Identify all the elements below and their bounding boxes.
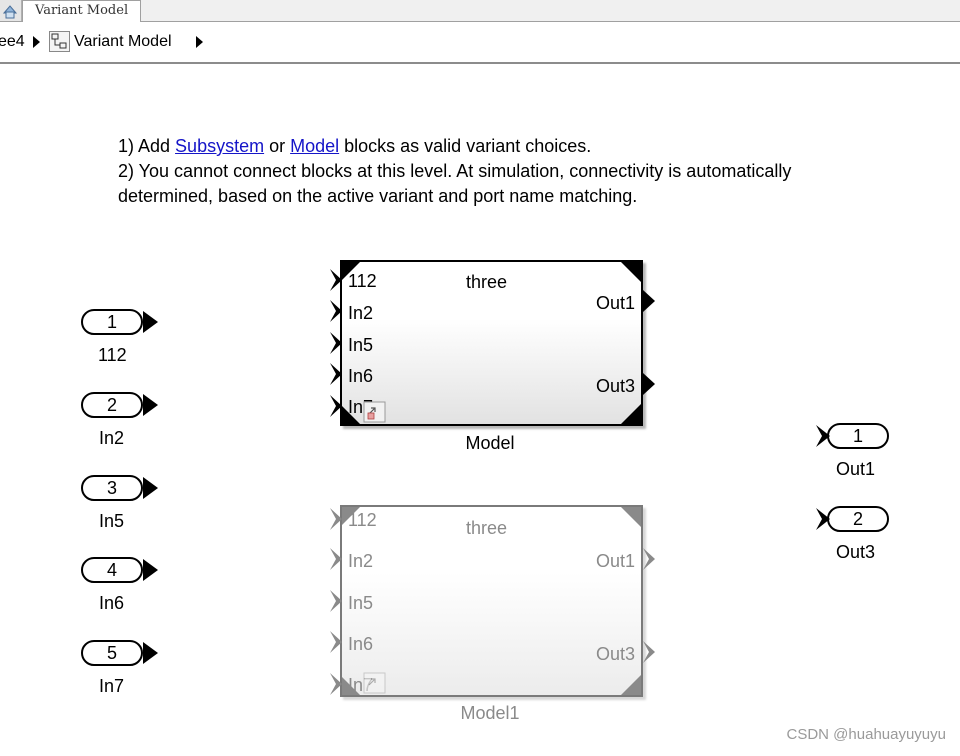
model-link-badge-icon (363, 401, 386, 423)
port-arrow-icon (330, 508, 342, 530)
inport-arrow-icon (143, 394, 158, 416)
port-arrow-icon (330, 673, 342, 695)
port-arrow-icon (643, 548, 655, 570)
corner-mark-icon (621, 262, 641, 282)
port-arrow-icon (643, 373, 655, 395)
port-arrow-icon (330, 395, 342, 417)
referenced-model-name: three (466, 518, 508, 538)
subsystem-link[interactable]: Subsystem (175, 136, 265, 156)
corner-mark-icon (342, 677, 360, 695)
port-arrow-icon (330, 631, 342, 653)
corner-mark-icon (621, 675, 641, 695)
annotation-text: or (264, 136, 291, 156)
inport-label-1: 112 (98, 345, 127, 365)
inport-block-4[interactable]: 4 (81, 557, 143, 583)
port-arrow-icon (643, 641, 655, 663)
annotation-line-3: determined, based on the active variant … (118, 186, 638, 206)
outport-block-2[interactable]: 2 (827, 506, 889, 532)
corner-mark-icon (342, 262, 360, 280)
port-arrow-icon (330, 332, 342, 354)
port-arrow-icon (330, 363, 342, 385)
corner-mark-icon (342, 507, 360, 525)
watermark: CSDN @huahuayuyuyu (786, 726, 946, 743)
home-tab[interactable] (0, 0, 22, 21)
breadcrumb-separator-icon (33, 36, 40, 48)
outport-label-2: Out3 (836, 542, 876, 562)
breadcrumb-parent[interactable]: ee4 (0, 33, 25, 50)
corner-mark-icon (342, 406, 360, 424)
input-port-label: In2 (348, 551, 374, 571)
model1-block-name: Model1 (460, 703, 520, 723)
output-port-label: Out3 (595, 376, 635, 396)
inport-block-1[interactable]: 1 (81, 309, 143, 335)
outport-label-1: Out1 (836, 459, 876, 479)
corner-mark-icon (621, 507, 641, 527)
corner-mark-icon (621, 404, 641, 424)
outport-arrow-icon (816, 425, 830, 447)
home-icon (2, 5, 18, 19)
input-port-label: 112 (348, 271, 377, 291)
model-link[interactable]: Model (290, 136, 340, 156)
inport-label-4: In6 (99, 593, 125, 613)
input-port-label: In5 (348, 593, 374, 613)
model-block-name: Model (465, 433, 515, 453)
inport-block-2[interactable]: 2 (81, 392, 143, 418)
outport-block-1[interactable]: 1 (827, 423, 889, 449)
model-block-active[interactable]: 112 In2 In5 In6 In7 three Out1 Out3 (340, 260, 643, 426)
input-port-label: In6 (348, 634, 374, 654)
input-port-label: 112 (348, 510, 377, 530)
inport-label-2: In2 (99, 428, 125, 448)
inport-label-3: In5 (99, 511, 125, 531)
tab-variant-model[interactable]: Variant Model (22, 0, 142, 22)
annotation-line-2: 2) You cannot connect blocks at this lev… (118, 161, 792, 181)
inport-block-3[interactable]: 3 (81, 475, 143, 501)
output-port-label: Out3 (595, 644, 635, 664)
subsystem-icon (49, 31, 70, 52)
model-block-inactive[interactable]: 112 In2 In5 In6 In7 three Out1 Out3 (340, 505, 643, 697)
breadcrumb-current[interactable]: Variant Model (74, 33, 172, 50)
input-port-label: In6 (348, 366, 374, 386)
port-arrow-icon (330, 269, 342, 291)
inport-arrow-icon (143, 559, 158, 581)
annotation-line-1: 1) Add Subsystem or Model blocks as vali… (118, 134, 591, 158)
port-arrow-icon (643, 290, 655, 312)
input-port-label: In5 (348, 335, 374, 355)
outport-arrow-icon (816, 508, 830, 530)
output-port-label: Out1 (595, 293, 635, 313)
input-port-label: In2 (348, 303, 374, 323)
model-link-badge-icon (363, 672, 386, 694)
breadcrumb: ee4 Variant Model (0, 22, 960, 64)
inport-label-5: In7 (99, 676, 125, 696)
inport-arrow-icon (143, 642, 158, 664)
inport-arrow-icon (143, 311, 158, 333)
inport-arrow-icon (143, 477, 158, 499)
annotation-text: 1) Add (118, 136, 176, 156)
output-port-label: Out1 (595, 551, 635, 571)
referenced-model-name: three (466, 272, 508, 292)
port-arrow-icon (330, 548, 342, 570)
breadcrumb-expand-icon[interactable] (196, 36, 203, 48)
inport-block-5[interactable]: 5 (81, 640, 143, 666)
tab-strip: Variant Model (0, 0, 960, 22)
port-arrow-icon (330, 590, 342, 612)
annotation-text: blocks as valid variant choices. (339, 136, 592, 156)
port-arrow-icon (330, 300, 342, 322)
